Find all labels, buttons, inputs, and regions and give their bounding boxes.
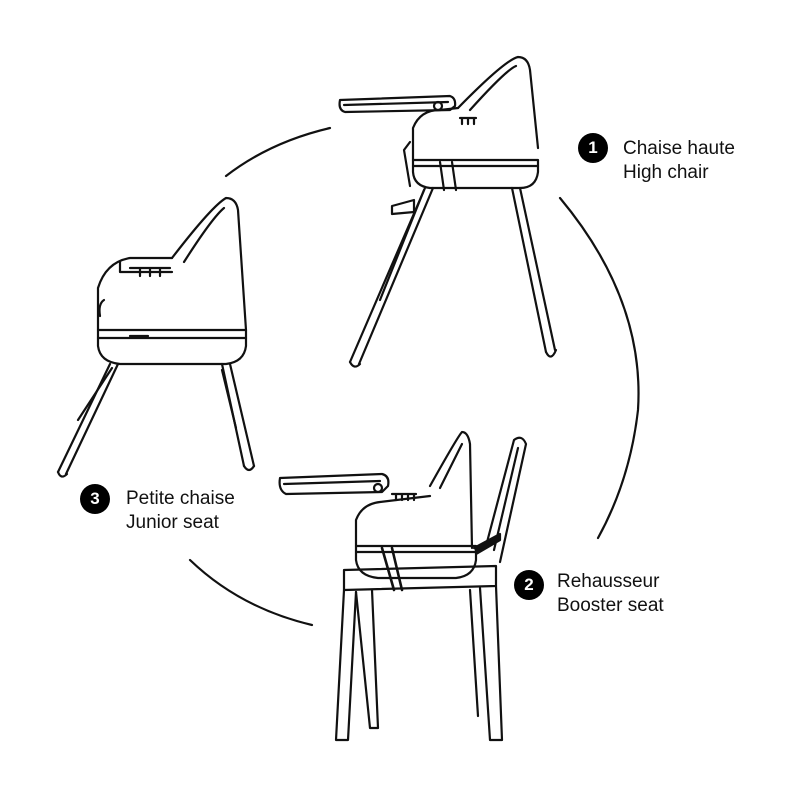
- step-3-number: 3: [90, 489, 100, 508]
- cycle-arc-right: [558, 196, 640, 540]
- cycle-arc-bottom: [188, 558, 314, 627]
- step-3-label: Petite chaise Junior seat: [126, 487, 235, 535]
- step-1-label: Chaise haute High chair: [623, 137, 735, 185]
- step-2-label: Rehausseur Booster seat: [557, 570, 664, 618]
- step-1-french-label: Chaise haute: [623, 138, 735, 159]
- step-1-badge: 1: [578, 133, 608, 163]
- step-2-french-label: Rehausseur: [557, 571, 660, 592]
- step-3-badge: 3: [80, 484, 110, 514]
- step-2-badge: 2: [514, 570, 544, 600]
- step-1-english-label: High chair: [623, 162, 709, 183]
- junior-seat-illustration: [56, 196, 256, 478]
- step-1-number: 1: [588, 138, 598, 157]
- high-chair-illustration: [338, 55, 558, 368]
- booster-seat-illustration: [278, 430, 528, 742]
- step-3-french-label: Petite chaise: [126, 488, 235, 509]
- cycle-arc-top: [224, 126, 332, 178]
- step-2-number: 2: [524, 575, 534, 594]
- step-3-english-label: Junior seat: [126, 512, 219, 533]
- step-2-english-label: Booster seat: [557, 595, 664, 616]
